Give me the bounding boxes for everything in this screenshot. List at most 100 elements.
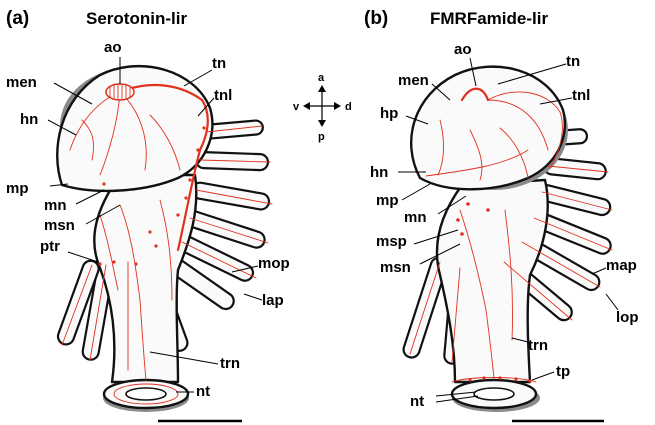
- label-tn: tn: [566, 53, 580, 70]
- panel-b-labels: ao tn men hp tnl hn mp mn msp msn map lo…: [370, 41, 639, 410]
- label-tn: tn: [212, 55, 226, 72]
- arrow-left-icon: [303, 102, 310, 110]
- dot: [486, 208, 490, 212]
- panel-a-leaders: [47, 57, 263, 393]
- label-hn: hn: [370, 164, 388, 181]
- leader-line: [85, 204, 121, 225]
- nerve-branch: [195, 189, 273, 205]
- leader-line: [531, 371, 555, 381]
- label-msn: msn: [380, 259, 411, 276]
- label-msp: msp: [376, 233, 407, 250]
- label-tnl: tnl: [572, 87, 590, 104]
- leader-line: [419, 243, 461, 265]
- panel-b-dots: [456, 202, 532, 383]
- label-nt: nt: [410, 393, 424, 410]
- arrow-right-icon: [334, 102, 341, 110]
- leader-line: [539, 97, 573, 105]
- label-trn: trn: [220, 355, 240, 372]
- nerve-branch: [521, 241, 601, 288]
- panel-a-foot-nerve-ring: [113, 383, 179, 405]
- dot: [102, 182, 106, 186]
- nerve-branch: [499, 127, 529, 179]
- nerve-branch: [205, 125, 263, 133]
- panel-b-leaders: [398, 57, 619, 403]
- nerve-branch: [425, 149, 529, 177]
- panel-a-letter: (a): [6, 8, 29, 29]
- label-hn: hn: [20, 111, 38, 128]
- nerve-branch: [541, 191, 613, 211]
- leader-line: [231, 265, 259, 273]
- nerve-branch: [451, 267, 461, 363]
- dot: [98, 262, 102, 266]
- compass-a: a: [318, 72, 325, 84]
- dot: [176, 213, 180, 217]
- dot: [460, 232, 464, 236]
- dot: [148, 230, 152, 234]
- nerve-branch: [89, 264, 107, 361]
- label-map: map: [606, 257, 637, 274]
- label-mop: mop: [258, 255, 290, 272]
- panel-b-title: FMRFamide-lir: [430, 9, 548, 28]
- leader-line: [413, 229, 459, 245]
- leader-line: [497, 63, 567, 85]
- leader-line: [49, 183, 69, 187]
- leader-line: [243, 293, 263, 301]
- nerve-branch: [149, 114, 181, 171]
- label-ao: ao: [104, 39, 122, 56]
- leader-line: [401, 183, 431, 201]
- dot: [468, 378, 472, 382]
- label-mn: mn: [44, 197, 67, 214]
- compass-v: v: [293, 101, 300, 113]
- nerve-branch: [547, 165, 609, 173]
- nerve-branch: [437, 119, 444, 176]
- tentacular-nerve-lateral: [176, 98, 209, 252]
- nerve-branch: [199, 159, 271, 163]
- orientation-compass: a p v d: [293, 72, 352, 143]
- nerve-branch: [99, 214, 119, 291]
- panel-b-letter: (b): [364, 8, 388, 29]
- dot: [514, 377, 518, 381]
- label-trn: trn: [528, 337, 548, 354]
- leader-line: [75, 189, 105, 205]
- panel-a-foot-ring: [125, 387, 167, 401]
- nerve-branch: [533, 217, 613, 251]
- label-tp: tp: [556, 363, 570, 380]
- leader-line: [405, 115, 429, 125]
- dot: [466, 202, 470, 206]
- panel-a-dots: [98, 126, 206, 266]
- nerve-branch: [469, 129, 483, 181]
- leader-line: [435, 391, 477, 397]
- nerve-branch: [159, 199, 173, 301]
- panel-a-hood: [56, 65, 214, 193]
- leader-line: [511, 337, 529, 343]
- panel-a-labels: ao tn men tnl hn mp mn msn ptr mop lap t…: [6, 39, 290, 400]
- label-men: men: [6, 74, 37, 91]
- panel-b-foot-ring: [473, 387, 515, 401]
- label-lap: lap: [262, 292, 284, 309]
- leader-line: [469, 57, 477, 87]
- nerve-branch: [189, 217, 269, 244]
- label-ptr: ptr: [40, 238, 60, 255]
- apical-organ-cells: [109, 83, 131, 101]
- arrow-down-icon: [318, 120, 326, 127]
- label-lop: lop: [616, 309, 639, 326]
- leader-line: [183, 69, 213, 87]
- panel-a-title: Serotonin-lir: [86, 9, 187, 28]
- label-nt: nt: [196, 383, 210, 400]
- dot: [188, 178, 192, 182]
- dot: [112, 260, 116, 264]
- leader-line: [149, 351, 219, 365]
- dot: [184, 196, 188, 200]
- panel-b-nerves: [409, 87, 613, 379]
- nerve-branch: [181, 241, 257, 279]
- dot: [456, 218, 460, 222]
- leader-line: [431, 83, 451, 101]
- label-tnl: tnl: [214, 87, 232, 104]
- dot: [154, 244, 158, 248]
- nerve-branch: [487, 99, 549, 151]
- label-hp: hp: [380, 105, 398, 122]
- dot: [482, 376, 486, 380]
- label-mp: mp: [6, 180, 29, 197]
- dot: [196, 148, 200, 152]
